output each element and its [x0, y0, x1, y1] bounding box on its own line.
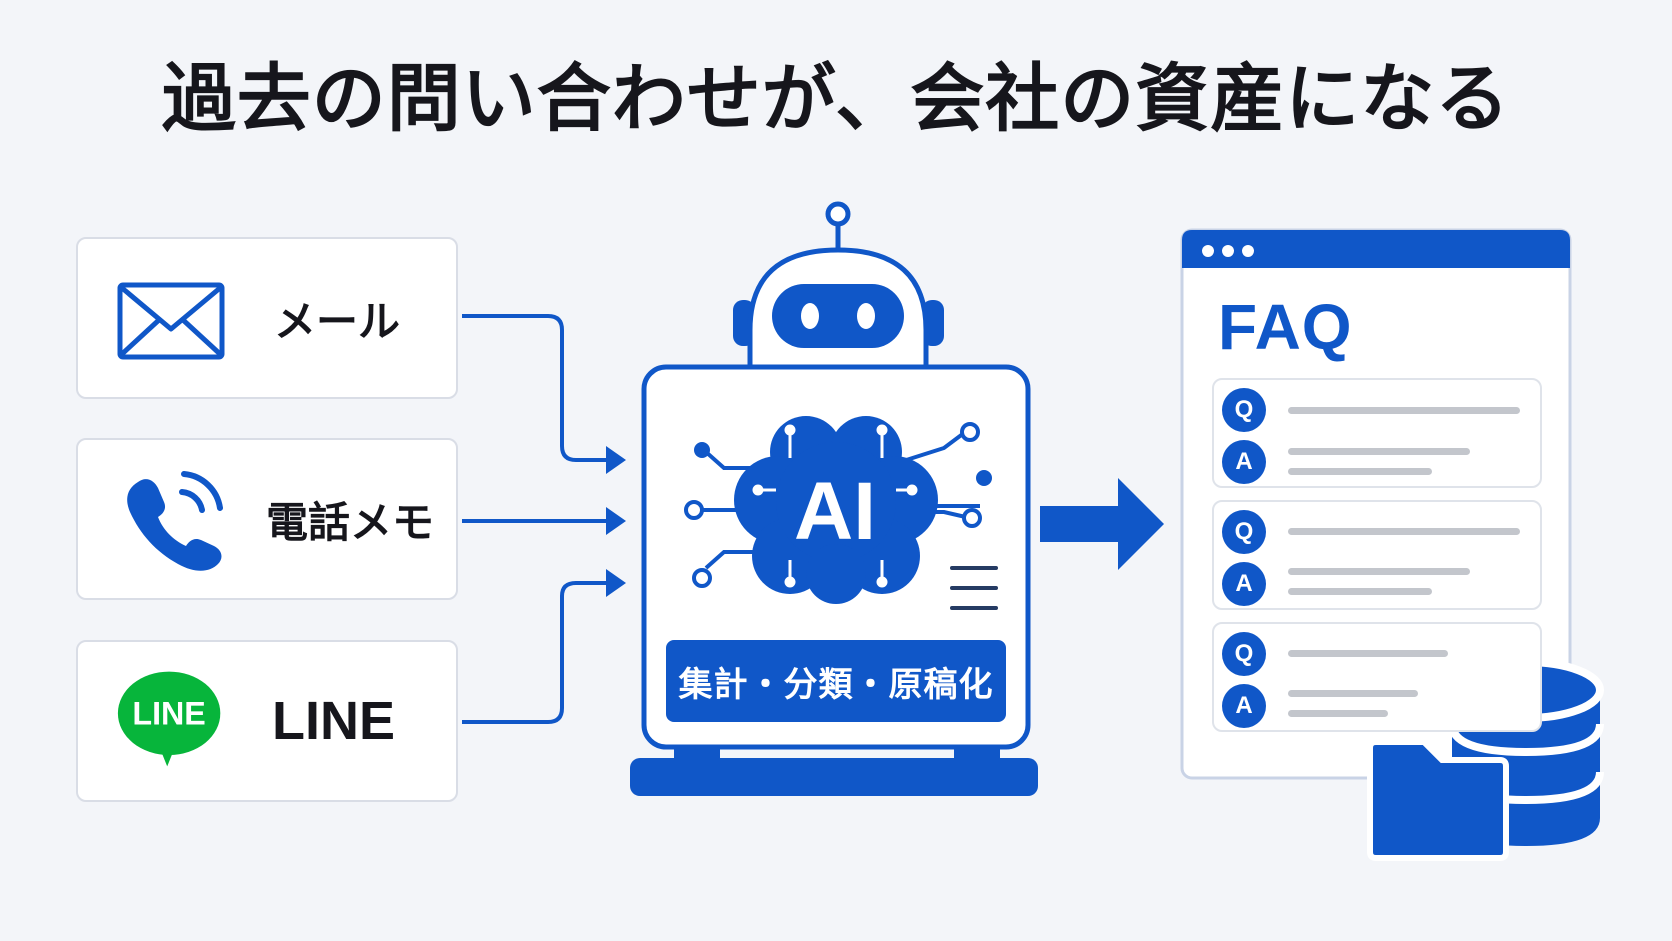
answer-badge: A [1222, 684, 1266, 728]
faq-title: FAQ [1218, 291, 1353, 363]
faq-item: Q A [1212, 378, 1542, 488]
line-app-icon: LINE [117, 671, 221, 767]
phone-icon [127, 471, 223, 571]
faq-item: Q A [1212, 500, 1542, 610]
answer-text-placeholder [1288, 710, 1388, 717]
answer-text-placeholder [1288, 690, 1418, 697]
question-text-placeholder [1288, 407, 1520, 414]
answer-text-placeholder [1288, 568, 1470, 575]
envelope-icon [117, 282, 225, 360]
faq-item: Q A [1212, 622, 1542, 732]
menu-lines-icon [950, 566, 998, 610]
question-text-placeholder [1288, 650, 1448, 657]
question-badge: Q [1222, 510, 1266, 554]
question-badge: Q [1222, 388, 1266, 432]
process-label-box: 集計・分類・原稿化 [666, 640, 1006, 722]
line-logo-text: LINE [132, 696, 205, 732]
ai-brain-icon [684, 416, 992, 604]
source-label-mail: メール [274, 296, 401, 346]
connector-phone [462, 507, 626, 535]
source-label-phone: 電話メモ [266, 497, 435, 547]
folder-icon [1367, 739, 1509, 861]
answer-text-placeholder [1288, 588, 1432, 595]
question-badge: Q [1222, 632, 1266, 676]
page-title: 過去の問い合わせが、会社の資産になる [161, 56, 1511, 142]
source-card-mail: メール [76, 237, 458, 399]
answer-badge: A [1222, 562, 1266, 606]
connector-line [462, 569, 626, 724]
source-label-line: LINE [272, 691, 396, 751]
source-card-phone: 電話メモ [76, 438, 458, 600]
process-label: 集計・分類・原稿化 [678, 664, 994, 705]
answer-text-placeholder [1288, 468, 1432, 475]
answer-text-placeholder [1288, 448, 1470, 455]
source-card-line: LINE LINE [76, 640, 458, 802]
answer-badge: A [1222, 440, 1266, 484]
question-text-placeholder [1288, 528, 1520, 535]
connector-mail [462, 314, 626, 474]
ai-chip-label: AI [794, 466, 876, 557]
arrow-right-icon [1040, 478, 1164, 570]
